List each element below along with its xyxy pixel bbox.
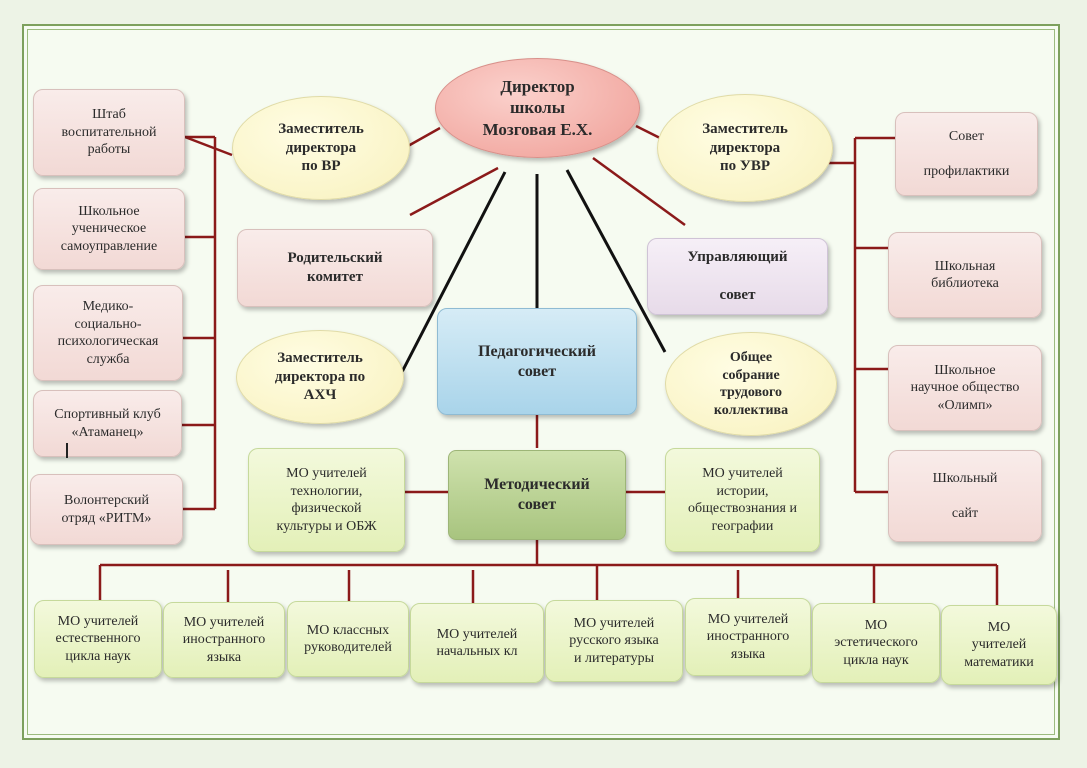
deputy-uvr-node: Заместитель директора по УВР bbox=[657, 94, 833, 202]
general-assembly-node: Общее собрание трудового коллектива bbox=[665, 332, 837, 436]
link-director-uvr bbox=[635, 124, 661, 140]
mo-bottom-5: МО учителей русского языка и литературы bbox=[545, 600, 683, 682]
link-vr-left-bus bbox=[184, 135, 233, 157]
right-unit-3: Школьное научное общество «Олимп» bbox=[888, 345, 1042, 431]
left-unit-3: Медико- социально- психологическая служб… bbox=[33, 285, 183, 381]
right-unit-1: Совет профилактики bbox=[895, 112, 1038, 196]
left-unit-5: Волонтерский отряд «РИТМ» bbox=[30, 474, 183, 545]
mo-side-left: МО учителей технологии, физической культ… bbox=[248, 448, 405, 552]
mo-bottom-8: МО учителей математики bbox=[941, 605, 1057, 685]
mo-bottom-7: МО эстетического цикла наук bbox=[812, 603, 940, 683]
mo-bottom-3: МО классных руководителей bbox=[287, 601, 409, 677]
link-director-vr bbox=[407, 126, 441, 148]
mo-bottom-6: МО учителей иностранного языка bbox=[685, 598, 811, 676]
link-director-board bbox=[592, 156, 686, 227]
director-node: Директор школы Мозговая Е.Х. bbox=[435, 58, 640, 158]
mo-side-right: МО учителей истории, обществознания и ге… bbox=[665, 448, 820, 552]
mo-bottom-4: МО учителей начальных кл bbox=[410, 603, 544, 683]
link-director-ahch bbox=[400, 171, 507, 373]
deputy-vr-node: Заместитель директора по ВР bbox=[232, 96, 410, 200]
left-unit-1: Штаб воспитательной работы bbox=[33, 89, 185, 176]
link-director-assembly bbox=[565, 169, 667, 353]
deputy-ahch-node: Заместитель директора по АХЧ bbox=[236, 330, 404, 424]
right-unit-4: Школьный сайт bbox=[888, 450, 1042, 542]
link-director-parents bbox=[409, 166, 499, 217]
mo-bottom-1: МО учителей естественного цикла наук bbox=[34, 600, 162, 678]
text-cursor-mark bbox=[66, 443, 68, 458]
left-unit-4: Спортивный клуб «Атаманец» bbox=[33, 390, 182, 457]
left-unit-2: Школьное ученическое самоуправление bbox=[33, 188, 185, 270]
inner-frame bbox=[27, 29, 1055, 735]
right-unit-2: Школьная библиотека bbox=[888, 232, 1042, 318]
parents-committee-node: Родительский комитет bbox=[237, 229, 433, 307]
pedagogical-council-node: Педагогический совет bbox=[437, 308, 637, 415]
methodical-council-node: Методический совет bbox=[448, 450, 626, 540]
mo-bottom-2: МО учителей иностранного языка bbox=[163, 602, 285, 678]
governing-board-node: Управляющий совет bbox=[647, 238, 828, 315]
